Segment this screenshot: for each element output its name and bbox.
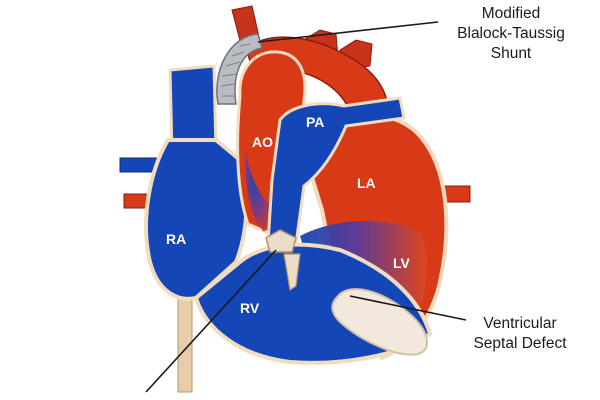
- shunt-callout-line1: Modified: [481, 5, 541, 22]
- vsd-callout-line2: Septal Defect: [473, 335, 567, 352]
- shunt-callout: Modified Blalock-Taussig Shunt: [436, 4, 586, 64]
- label-la: LA: [357, 175, 376, 191]
- vsd-callout-line1: Ventricular: [483, 315, 557, 332]
- pulmonary-valve: [265, 229, 297, 253]
- shunt-callout-line2: Blalock-Taussig: [457, 25, 565, 42]
- shunt-callout-line3: Shunt: [490, 45, 532, 62]
- label-ra: RA: [166, 231, 186, 247]
- pulmonary-artery: [266, 96, 406, 246]
- vsd-leader-line: [349, 295, 467, 321]
- valve-leader-line: [145, 249, 277, 393]
- blalock-taussig-shunt: [216, 33, 263, 105]
- shunt-leader-line: [257, 21, 439, 43]
- vsd-callout: Ventricular Septal Defect: [450, 314, 590, 354]
- label-pa: PA: [306, 114, 324, 130]
- label-rv: RV: [240, 300, 260, 316]
- label-ao: AO: [252, 134, 273, 150]
- label-lv: LV: [393, 255, 411, 271]
- ventricular-septal-defect: [331, 288, 428, 356]
